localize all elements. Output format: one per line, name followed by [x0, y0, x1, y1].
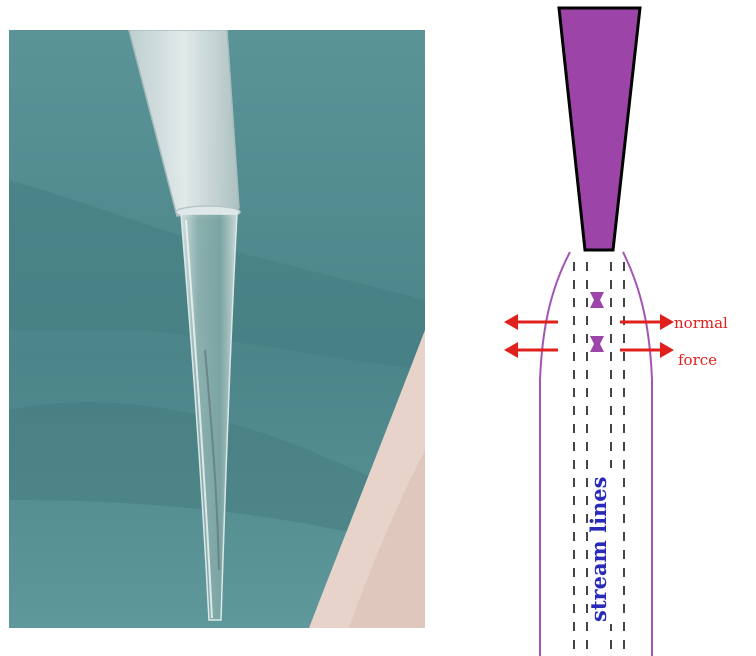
label-force: force [678, 351, 717, 369]
stream-diagram: normal force stream lines [470, 0, 756, 656]
fluid-element-lower [590, 336, 604, 352]
label-normal: normal [674, 314, 728, 332]
arrow-left-upper [504, 314, 558, 330]
stream-envelope-left [540, 252, 570, 656]
photo-water-stream [9, 30, 425, 628]
arrow-right-lower [620, 342, 674, 358]
stream-envelope-right [623, 252, 652, 656]
arrow-left-lower [504, 342, 558, 358]
nozzle [559, 8, 640, 250]
label-stream-lines: stream lines [586, 477, 611, 623]
fluid-element-upper [590, 292, 604, 308]
